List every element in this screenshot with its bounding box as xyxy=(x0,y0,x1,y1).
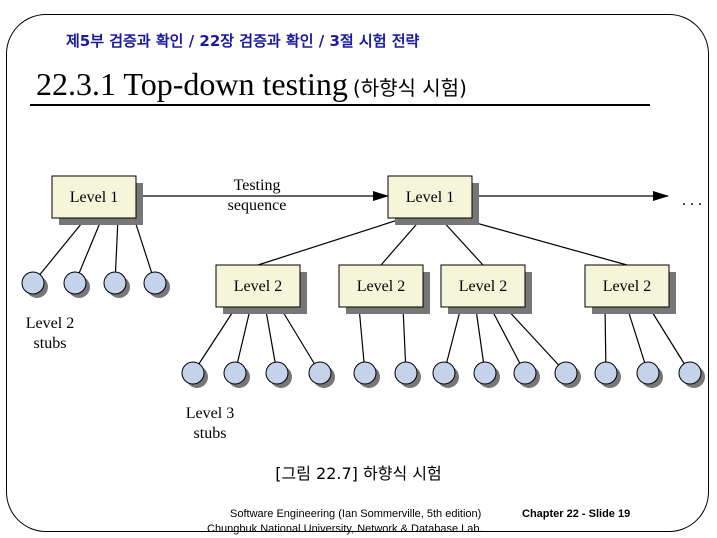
level3-stubs-label-1: Level 3 xyxy=(186,405,234,422)
l1-l2-line-2 xyxy=(380,217,423,266)
figure-caption: [그림 22.7] 하향식 시험 xyxy=(0,460,717,484)
footer-slide-number: Chapter 22 - Slide 19 xyxy=(522,508,631,520)
title-sub: (하향식 시험) xyxy=(352,76,467,100)
level1-box-left-label: Level 1 xyxy=(70,189,118,206)
level3-stub-13 xyxy=(678,361,702,385)
l2-stub-line-3-4 xyxy=(504,306,567,374)
level3-stub-9 xyxy=(513,361,537,385)
boxes-layer xyxy=(51,175,676,314)
level2-stubs-label-2: stubs xyxy=(34,335,67,352)
l1-stub-line-1 xyxy=(32,217,87,284)
level2-stub-4 xyxy=(143,271,167,295)
level2-stubs-label-1: Level 2 xyxy=(26,315,74,332)
l1-l2-line-4 xyxy=(457,217,628,266)
level3-stub-10 xyxy=(554,361,578,385)
level2-box-1 xyxy=(215,264,301,308)
footer-source: Software Engineering (Ian Sommerville, 5… xyxy=(230,508,482,520)
level3-stub-8 xyxy=(473,361,497,385)
l1-l2-line-3 xyxy=(439,217,484,266)
level2-box-2 xyxy=(338,264,424,308)
level3-stub-3 xyxy=(265,361,289,385)
l2-stub-line-3-3 xyxy=(489,306,526,374)
slide-frame xyxy=(6,14,709,532)
l2-stub-line-1-1 xyxy=(192,306,237,374)
level3-stub-4 xyxy=(308,361,332,385)
connector-lines xyxy=(32,191,691,374)
caption-figure-number: [그림 22.7] xyxy=(275,464,358,483)
footer-org: Chungbuk National University, Network & … xyxy=(207,523,483,535)
sequence-ellipsis: . . . xyxy=(682,192,702,209)
level2-box-1-label: Level 2 xyxy=(234,278,282,295)
l2-stub-line-1-4 xyxy=(279,306,321,374)
level2-box-4 xyxy=(584,264,670,308)
caption-text: 하향식 시험 xyxy=(363,464,442,483)
level2-box-3 xyxy=(440,264,526,308)
level2-box-3-label: Level 2 xyxy=(459,278,507,295)
page-title: 22.3.1 Top-down testing (하향식 시험) xyxy=(36,66,467,103)
labels-layer: Level 1 Level 1 Level 2 Level 2 Level 2 Level… xyxy=(26,177,702,442)
stubs-layer xyxy=(21,271,705,388)
level2-stub-2 xyxy=(63,271,87,295)
l1-l2-line-1 xyxy=(257,217,405,266)
level3-stubs-label-2: stubs xyxy=(194,425,227,442)
level2-box-4-label: Level 2 xyxy=(603,278,651,295)
l1-stub-line-2 xyxy=(74,217,103,284)
level3-stub-6 xyxy=(394,361,418,385)
testing-sequence-label-1: Testing xyxy=(234,177,281,194)
level1-box-right xyxy=(387,175,473,219)
l2-stub-line-4-2 xyxy=(626,306,649,374)
level1-box-right-label: Level 1 xyxy=(406,189,454,206)
level2-box-2-label: Level 2 xyxy=(357,278,405,295)
level3-stub-1 xyxy=(181,361,205,385)
level2-stub-3 xyxy=(103,271,127,295)
breadcrumb-header: 제5부 검증과 확인 / 22장 검증과 확인 / 3절 시험 전략 xyxy=(66,32,420,50)
level2-stub-1 xyxy=(21,271,45,295)
title-underline xyxy=(30,104,650,106)
level3-stub-2 xyxy=(223,361,247,385)
l2-stub-line-4-3 xyxy=(648,306,691,374)
level3-stub-7 xyxy=(432,361,456,385)
level3-stub-11 xyxy=(594,361,618,385)
level3-stub-5 xyxy=(353,361,377,385)
testing-sequence-label-2: sequence xyxy=(228,197,287,214)
level1-box-left xyxy=(51,175,137,219)
level3-stub-12 xyxy=(636,361,660,385)
title-main: 22.3.1 Top-down testing xyxy=(36,66,348,102)
